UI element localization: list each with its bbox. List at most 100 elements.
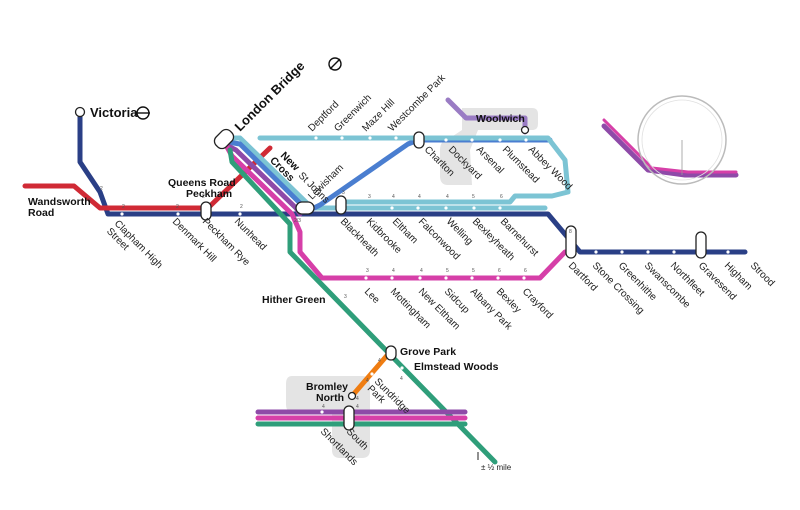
station-interchange-icon[interactable] [335,195,347,215]
inset-circle-inner [641,99,723,181]
station-wandsworth-road-l1: Wandsworth [28,196,91,208]
zone-wandsworth: 2 [88,198,91,204]
station-stop-icon[interactable] [368,136,372,140]
zone-bexleyheath: 5 [472,194,475,200]
line-woolwich-loop [257,135,571,205]
zone-mottingham: 4 [392,268,395,274]
zone-hither-green: 3 [344,294,347,300]
station-stop-icon[interactable] [620,250,624,254]
station-queens-road-l1: Queens Road [168,177,236,189]
station-stop-icon[interactable] [418,276,422,280]
station-stop-icon[interactable] [470,138,474,142]
zone-grove-park: 4 [378,358,381,364]
station-stop-icon[interactable] [416,206,420,210]
zone-clapham: 2 [100,186,103,192]
zone-blackheath: 3 [342,190,345,196]
zone-peckham: 2 [202,194,205,200]
zone-bromley-north: 4 [356,396,359,402]
zone-bexley: 6 [498,268,501,274]
station-stop-icon[interactable] [444,138,448,142]
station-interchange-icon[interactable] [212,127,236,151]
station-lee[interactable]: Lee [362,286,382,306]
scale-indicator: ± ½ mile [477,452,512,472]
station-stop-icon[interactable] [472,206,476,210]
zone-sidcup: 5 [446,268,449,274]
station-victoria[interactable]: Victoria [90,105,138,120]
station-stop-icon[interactable] [120,212,124,216]
station-stop-icon[interactable] [370,372,374,376]
station-stop-icon[interactable] [726,250,730,254]
zone-shortlands: 4 [322,404,325,410]
station-stop-icon[interactable] [238,212,242,216]
inset-diagram [637,95,727,185]
station-stop-icon[interactable] [470,276,474,280]
station-interchange-icon[interactable] [385,345,397,361]
zone-sundridge: 4 [366,378,369,384]
national-rail-symbols [136,57,342,120]
zone-nunhead: 2 [240,204,243,210]
station-interchange-icon[interactable] [520,125,530,135]
station-stop-icon[interactable] [646,250,650,254]
station-stop-icon[interactable] [394,136,398,140]
station-stop-icon[interactable] [498,206,502,210]
station-interchange-icon[interactable] [74,106,86,118]
station-interchange-icon[interactable] [200,201,212,221]
zone-albany-park: 5 [472,268,475,274]
station-hither-green[interactable]: Hither Green [262,294,326,306]
station-stop-icon[interactable] [390,276,394,280]
zone-lee: 3 [366,268,369,274]
station-interchange-icon[interactable] [413,131,425,149]
station-stop-icon[interactable] [340,136,344,140]
station-stop-icon[interactable] [444,206,448,210]
inset-circle [637,95,727,185]
station-clapham-high-street[interactable]: Clapham HighStreet [104,218,164,278]
scale-label: ± ½ mile [481,463,512,472]
station-stop-icon[interactable] [594,250,598,254]
station-stop-icon[interactable] [314,136,318,140]
zone-south: 4 [356,404,359,410]
station-grove-park[interactable]: Grove Park [400,346,456,358]
zone-clapham-b: 2 [122,204,125,210]
station-stop-icon[interactable] [364,276,368,280]
inset-line-purple [601,123,739,178]
station-crayford[interactable]: Crayford [520,286,555,321]
station-stop-icon[interactable] [444,276,448,280]
station-interchange-icon[interactable] [565,225,577,259]
zone-denmark: 2 [176,204,179,210]
national-rail-icon [328,57,342,71]
line-green [227,147,498,465]
station-interchange-icon[interactable] [347,391,357,401]
woolwich-area [440,108,538,185]
station-stop-icon[interactable] [672,250,676,254]
station-london-bridge[interactable]: London Bridge [232,58,308,134]
station-woolwich[interactable]: Woolwich [476,113,525,125]
station-interchange-icon[interactable] [295,201,315,215]
station-interchange-icon[interactable] [695,231,707,259]
station-interchange-icon[interactable] [343,405,355,431]
station-stop-icon[interactable] [400,366,404,370]
station-stop-icon[interactable] [498,138,502,142]
zone-eltham: 4 [392,194,395,200]
station-elmstead-woods[interactable]: Elmstead Woods [414,361,499,373]
bromley-north-l1: Bromley [306,381,348,393]
line-red [22,145,273,211]
zone-numbers: 2 2 2 2 2 2 2/3 3 3 4 4 4 5 6 3 4 4 5 5 … [88,186,572,410]
national-rail-icon [136,106,150,120]
station-stop-icon[interactable] [496,276,500,280]
station-stop-icon[interactable] [176,212,180,216]
line-magenta [224,144,568,281]
station-westcombe-park[interactable]: Westcombe Park [386,72,448,134]
zone-falconwood: 4 [418,194,421,200]
station-stop-icon[interactable] [522,276,526,280]
station-stop-icon[interactable] [524,138,528,142]
line-lavender [445,97,528,135]
station-stop-icon[interactable] [320,410,324,414]
zone-lewisham: 2/3 [294,218,301,224]
interchange-capsules [74,106,707,431]
station-stop-icon[interactable] [390,206,394,210]
bromley-north-l2: North [316,392,344,404]
